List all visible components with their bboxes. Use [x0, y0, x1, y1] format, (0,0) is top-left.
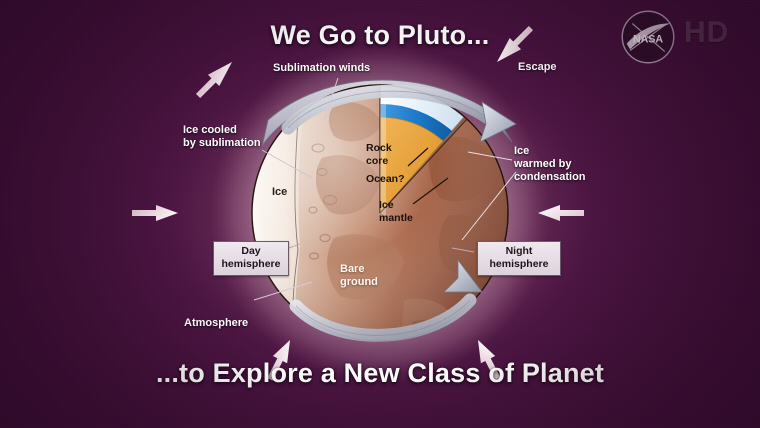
label-night-hemisphere: Night hemisphere — [477, 241, 561, 277]
label-atmosphere: Atmosphere — [184, 317, 249, 329]
label-sublimation-winds: Sublimation winds — [273, 62, 371, 74]
label-ice-cooled-by-sublimation: Ice cooled by sublimation — [183, 124, 261, 149]
label-day-hemisphere: Day hemisphere — [213, 241, 289, 277]
label-ice: Ice — [272, 186, 288, 198]
escape-arrow-up-left — [195, 62, 232, 99]
label-ice-mantle: Ice mantle — [379, 199, 413, 224]
page-title-bottom: ...to Explore a New Class of Planet — [155, 358, 605, 388]
hd-badge: HD — [684, 16, 730, 49]
nasa-wordmark: NASA — [633, 34, 663, 46]
nasa-logo-icon: NASA — [621, 10, 675, 64]
label-bare-ground: Bare ground — [340, 263, 378, 288]
label-ice-warmed-by-condensation: Ice warmed by condensation — [514, 145, 586, 183]
label-escape: Escape — [518, 61, 557, 73]
label-rock-core: Rock core — [366, 142, 392, 167]
escape-arrow-left — [132, 205, 178, 221]
label-ocean: Ocean? — [366, 173, 405, 185]
